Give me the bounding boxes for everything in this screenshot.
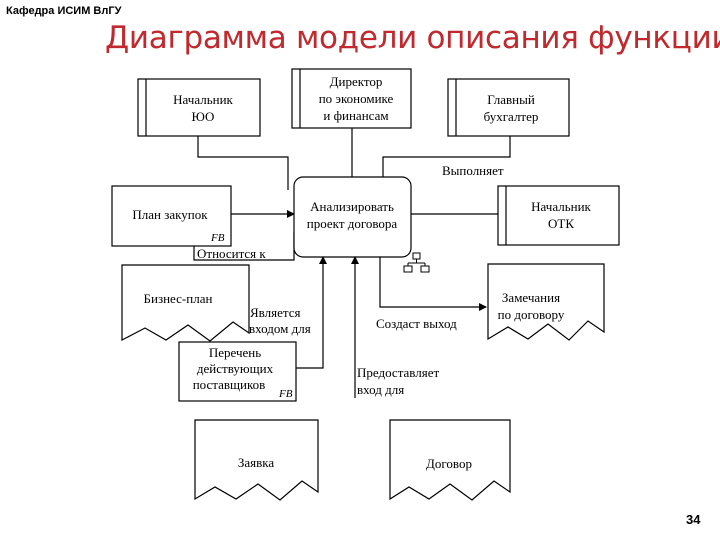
relation-provides-input-line1: Предоставляет: [357, 365, 440, 380]
input-supplier-list: Перечень действующих поставщиков FB: [178, 341, 297, 402]
actor-head-otk: Начальник ОТК: [497, 185, 620, 246]
edge-supplier-list: [296, 256, 327, 369]
relation-provides-input-line2: вход для: [357, 382, 404, 397]
remarks-line2: по договору: [498, 307, 565, 322]
slide-title: Диаграмма модели описания функции: [105, 20, 720, 56]
actor-director-line1: Директор: [330, 74, 383, 89]
function-center-line1: Анализировать: [310, 199, 394, 214]
document-business-plan: Бизнес-план: [121, 264, 250, 342]
document-application: Заявка: [194, 419, 319, 501]
application-label: Заявка: [238, 455, 275, 470]
supplier-list-line2: действующих: [197, 361, 274, 376]
actor-head-yuo-line2: ЮО: [192, 109, 215, 124]
supplier-list-line3: поставщиков: [193, 377, 266, 392]
edge-remarks: [379, 256, 487, 311]
supplier-list-line1: Перечень: [209, 345, 261, 360]
actor-head-otk-line1: Начальник: [531, 199, 591, 214]
actor-head-yuo-line1: Начальник: [173, 92, 233, 107]
department-label: Кафедра ИСИМ ВлГУ: [6, 5, 122, 17]
purchase-plan-fb-marker: FB: [210, 232, 225, 244]
actor-head-yuo: Начальник ЮО: [137, 78, 261, 137]
actor-chief-accountant: Главный бухгалтер: [447, 78, 570, 137]
contract-label: Договор: [426, 456, 472, 471]
actor-head-otk-line2: ОТК: [548, 216, 574, 231]
function-center: Анализировать проект договора: [293, 176, 412, 258]
input-purchase-plan: План закупок FB: [111, 185, 232, 247]
actor-director-line3: и финансам: [323, 108, 388, 123]
relation-creates-output: Создаст выход: [376, 316, 457, 331]
actor-director: Директор по экономике и финансам: [291, 68, 412, 129]
relation-executes: Выполняет: [442, 163, 504, 178]
edge-chief-accountant: [382, 136, 511, 177]
business-plan-label: Бизнес-план: [144, 291, 213, 306]
page-number: 34: [686, 512, 701, 527]
supplier-list-fb-marker: FB: [278, 388, 293, 400]
relation-is-input-line1: Является: [250, 305, 300, 320]
function-center-line2: проект договора: [307, 216, 398, 231]
document-contract: Договор: [389, 419, 511, 501]
edge-head-yuo: [197, 136, 289, 190]
purchase-plan-label: План закупок: [132, 207, 208, 222]
document-remarks: Замечания по договору: [487, 263, 605, 341]
actor-director-line2: по экономике: [319, 91, 394, 106]
remarks-line1: Замечания: [502, 290, 560, 305]
hierarchy-icon: [403, 252, 430, 273]
relation-relates-to: Относится к: [197, 246, 266, 261]
connectors: [193, 128, 511, 398]
actor-chief-accountant-line1: Главный: [487, 92, 535, 107]
actor-chief-accountant-line2: бухгалтер: [484, 109, 539, 124]
relation-is-input-line2: входом для: [249, 321, 311, 336]
